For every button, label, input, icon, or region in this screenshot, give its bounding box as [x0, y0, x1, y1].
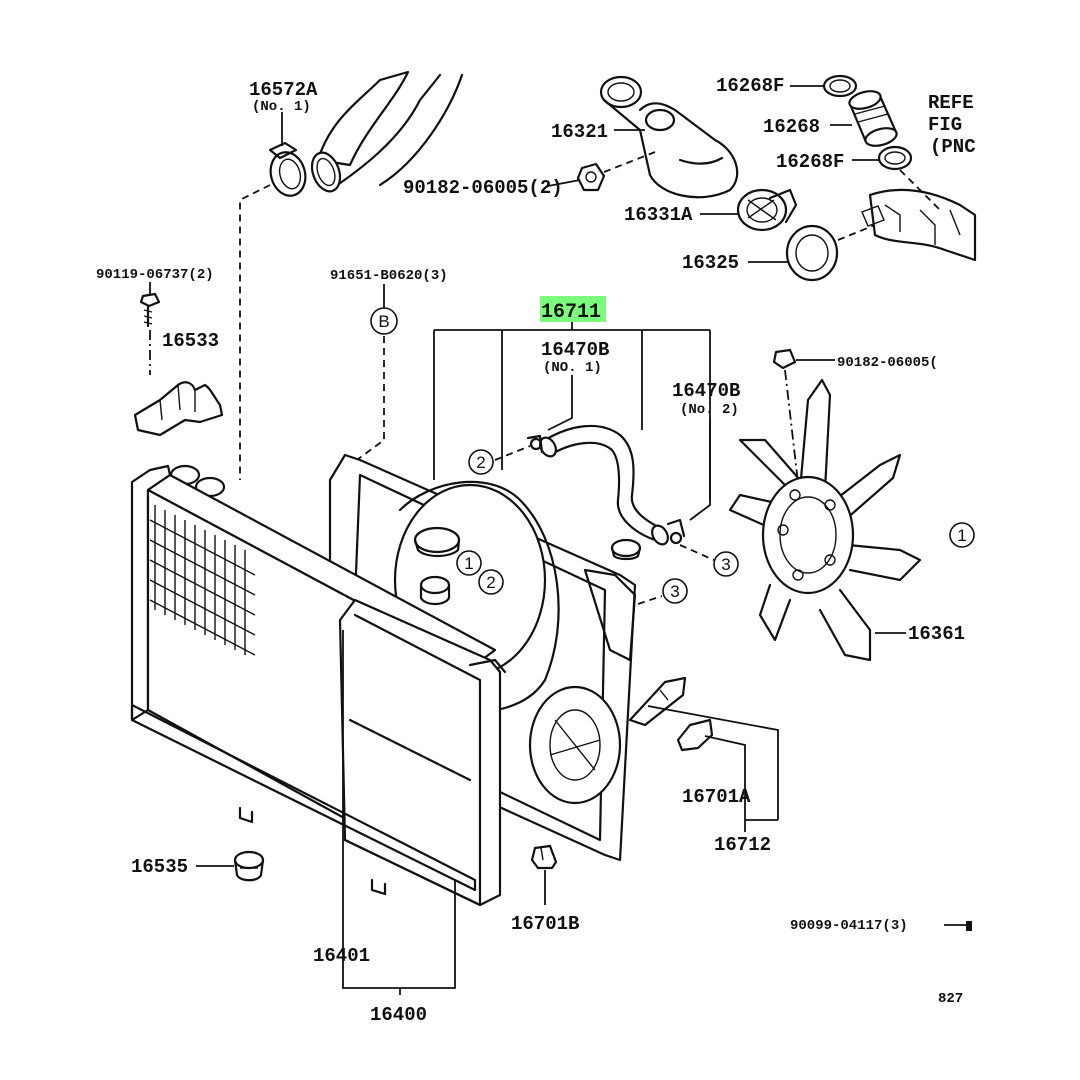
label-16711[interactable]: 16711	[541, 301, 601, 324]
label-16268F-top: 16268F	[716, 75, 784, 97]
radiator-hose-16470B[interactable]	[537, 424, 671, 547]
bracket-upper-16712[interactable]	[628, 676, 687, 727]
gasket-16325[interactable]	[785, 224, 839, 282]
label-16533: 16533	[162, 330, 219, 352]
bracket-16533[interactable]	[133, 381, 224, 437]
label-90099-04117-3: 90099-04117(3)	[790, 918, 908, 934]
label-16268F-bottom: 16268F	[776, 151, 844, 173]
svg-text:1: 1	[957, 526, 966, 545]
label-16361: 16361	[908, 623, 965, 645]
ref-line-2: FIG	[928, 114, 962, 136]
label-16401: 16401	[313, 945, 370, 967]
label-91651-B0620-3: 91651-B0620(3)	[330, 268, 448, 284]
label-16321: 16321	[551, 121, 608, 143]
bolt-90182-06005[interactable]	[576, 162, 606, 192]
callout-2-b: 2	[478, 569, 504, 595]
drain-plug-16535[interactable]	[233, 850, 265, 882]
callout-1-b: 1	[949, 522, 975, 548]
callout-3-b: 3	[662, 578, 688, 604]
clip-16701B[interactable]	[530, 844, 558, 870]
label-16268: 16268	[763, 116, 820, 138]
bolt-90119-06737[interactable]	[139, 292, 161, 328]
label-16470B-no2: 16470B	[672, 380, 740, 402]
svg-text:B: B	[378, 312, 389, 331]
label-90182-06005-right: 90182-06005(	[837, 355, 938, 371]
label-16701A: 16701A	[682, 786, 751, 808]
label-16712: 16712	[714, 834, 771, 856]
bypass-hose-16268[interactable]	[847, 88, 898, 149]
bolt-90099-fragment	[966, 921, 972, 931]
radiator-16401[interactable]	[130, 464, 507, 907]
label-16470B-no2-sub: (No. 2)	[680, 402, 739, 418]
svg-text:2: 2	[476, 453, 485, 472]
bolt-90182-06005-right[interactable]	[772, 348, 797, 370]
label-16535: 16535	[131, 856, 188, 878]
highlight-16711	[540, 296, 606, 322]
filler-cap-b[interactable]	[610, 538, 642, 561]
water-outlet-16321[interactable]	[599, 75, 739, 199]
gasket-16268F-top[interactable]	[822, 74, 858, 98]
label-16325: 16325	[682, 252, 739, 274]
thermostat-16331A[interactable]	[736, 188, 798, 232]
label-90119-06737-2: 90119-06737(2)	[96, 267, 214, 283]
engine-housing-fragment	[861, 188, 977, 262]
callout-1-a: 1	[456, 550, 482, 576]
callout-3-a: 3	[713, 551, 739, 577]
label-16572A: 16572A	[249, 79, 318, 101]
svg-text:2: 2	[486, 573, 495, 592]
label-16400: 16400	[370, 1004, 427, 1026]
label-827: 827	[938, 991, 963, 1007]
fan-16361[interactable]	[728, 378, 922, 662]
label-16572A-sub: (No. 1)	[252, 99, 311, 115]
clamp-no2[interactable]	[666, 518, 686, 545]
label-16470B-no1-sub: (NO. 1)	[543, 360, 602, 376]
callout-2-a: 2	[468, 449, 494, 475]
label-16331A: 16331A	[624, 204, 693, 226]
label-16470B-no1: 16470B	[541, 339, 609, 361]
radiator-fins	[149, 505, 256, 656]
label-16701B: 16701B	[511, 913, 579, 935]
label-90182-06005-2: 90182-06005(2)	[403, 177, 563, 199]
filler-cap-a[interactable]	[413, 526, 461, 558]
bracket-16701A[interactable]	[676, 718, 714, 752]
svg-text:3: 3	[721, 555, 730, 574]
clamp-no1[interactable]	[526, 434, 544, 454]
hose-clamp-16572A[interactable]	[266, 141, 310, 200]
ref-line-3: (PNC	[930, 136, 976, 158]
upper-hose[interactable]	[307, 70, 464, 195]
callout-B: B	[370, 307, 398, 335]
svg-text:1: 1	[464, 554, 473, 573]
svg-text:3: 3	[670, 582, 679, 601]
ref-line-1: REFE	[928, 92, 974, 114]
gasket-16268F-bottom[interactable]	[877, 145, 913, 171]
